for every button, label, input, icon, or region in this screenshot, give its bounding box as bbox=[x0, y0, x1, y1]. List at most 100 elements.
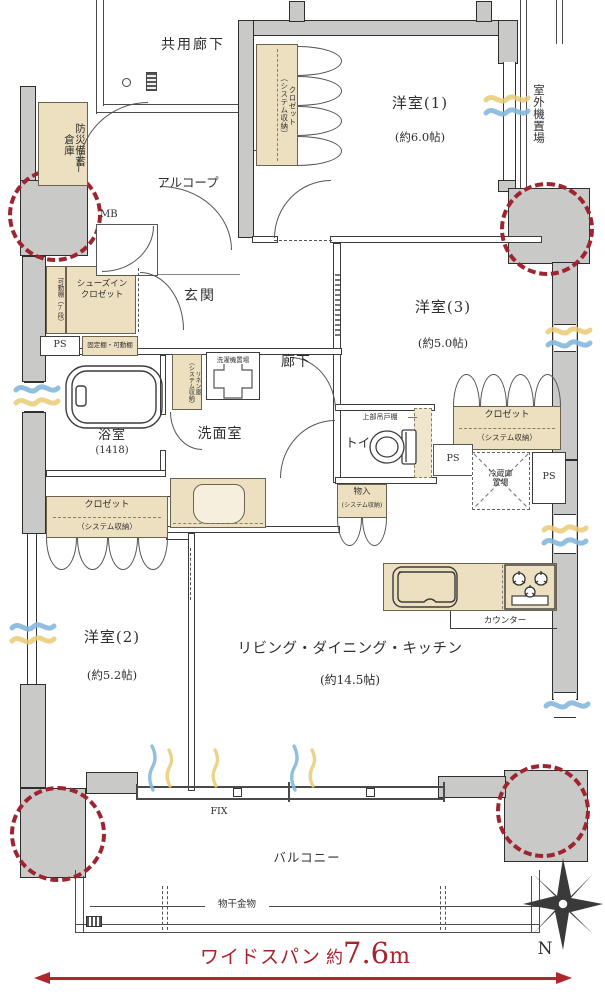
laundry-post bbox=[445, 886, 446, 930]
closet-door-arc bbox=[298, 46, 342, 76]
window-mullion bbox=[136, 784, 138, 800]
window-handle bbox=[366, 788, 375, 797]
linen-storage-box: リネン庫 （システム収納） bbox=[172, 354, 202, 410]
window-west2-left bbox=[27, 534, 37, 684]
closet-label: クロゼット bbox=[84, 500, 130, 510]
edge-line bbox=[562, 0, 564, 44]
balcony-edge bbox=[75, 870, 77, 932]
balcony-edge bbox=[539, 870, 541, 932]
entrance-label: 玄関 bbox=[184, 288, 216, 304]
wall-step-right bbox=[438, 776, 506, 798]
vanity-bowl bbox=[193, 484, 245, 524]
shoes-closet-door-line bbox=[138, 268, 139, 332]
laundry-line bbox=[90, 906, 542, 908]
closet-door-arc bbox=[108, 538, 138, 570]
wall-left-c bbox=[20, 684, 46, 788]
corridor-line bbox=[103, 104, 250, 106]
ps-label: PS bbox=[542, 471, 556, 482]
wall-west2-ldk-hatch bbox=[190, 548, 191, 600]
kitchen-counter bbox=[383, 563, 557, 611]
room-size: (約5.2帖) bbox=[86, 667, 138, 682]
ps-box-kitchen-right: PS bbox=[532, 452, 566, 504]
counter-label: カウンター bbox=[483, 616, 527, 626]
shoes-in-closet-box: シューズイン クロゼット bbox=[66, 266, 136, 334]
corridor-line bbox=[96, 0, 98, 114]
window-west1-right bbox=[503, 62, 516, 182]
laundry-post bbox=[162, 886, 163, 930]
room-name: リビング・ダイニング・キッチン bbox=[237, 641, 463, 657]
corridor-fixture bbox=[146, 72, 157, 91]
mb-label: MB bbox=[100, 209, 118, 220]
fridge-space-label: 冷蔵庫置場 bbox=[488, 469, 513, 488]
door-arc-alcove bbox=[160, 186, 232, 250]
closet-label: クロゼット bbox=[288, 86, 297, 126]
balcony-edge bbox=[83, 876, 85, 932]
partition-line bbox=[520, 0, 522, 192]
window-kitchen-right bbox=[554, 514, 576, 554]
fridge-space-box: 冷蔵庫置場 bbox=[472, 452, 530, 510]
door-arc-west1 bbox=[274, 180, 331, 238]
room-size: (約5.0帖) bbox=[417, 335, 469, 350]
room-size: (約14.5帖) bbox=[319, 672, 381, 687]
linen-sub-label: （システム収納） bbox=[187, 358, 195, 407]
closet-sub-label: （システム収納） bbox=[77, 522, 137, 531]
pillar-highlight-circle bbox=[496, 764, 590, 858]
window-handle bbox=[233, 788, 242, 797]
closet-west1-box: クロゼット （システム収納） bbox=[256, 44, 298, 166]
closet-label: クロゼット bbox=[484, 410, 530, 420]
wall-top-right-corner bbox=[498, 20, 518, 64]
storage-monoire-sub: (システム収納) bbox=[341, 502, 383, 509]
door-arc-ldk bbox=[280, 420, 335, 478]
toilet-shelf-strip bbox=[414, 408, 432, 478]
closet-door-arc bbox=[453, 374, 480, 406]
wall-stub bbox=[289, 1, 305, 22]
bathroom-size: (1418) bbox=[95, 445, 129, 456]
closet-door-arc bbox=[77, 538, 108, 570]
closet-door-arc bbox=[138, 538, 168, 570]
laundry-post bbox=[167, 886, 168, 930]
balcony-edge bbox=[531, 876, 533, 932]
alcove-label: アルコープ bbox=[157, 175, 219, 190]
storage-monoire-label: 物入 bbox=[353, 487, 371, 497]
wall-entry-column bbox=[238, 20, 254, 238]
kitchen-counter-divider bbox=[502, 565, 503, 609]
corridor-door-knob bbox=[122, 78, 131, 87]
wide-span-arrow-right bbox=[556, 972, 572, 984]
washroom-label: 洗面室 bbox=[197, 426, 243, 442]
wall-bath-washroom bbox=[160, 355, 166, 415]
wall-left-top-strip bbox=[20, 86, 36, 182]
ps-box-entrance: PS bbox=[40, 336, 80, 356]
wide-span-value: 7.6 bbox=[343, 936, 390, 970]
window-kitchen-right-2 bbox=[554, 692, 576, 718]
wide-span-arrow bbox=[48, 977, 558, 980]
ps-box-kitchen-left: PS bbox=[433, 444, 473, 476]
closet-sub-label: （システム収納） bbox=[279, 74, 289, 138]
room-ldk-label: リビング・ダイニング・キッチン (約14.5帖) bbox=[200, 640, 500, 688]
balcony-drain bbox=[86, 916, 102, 927]
storage-door-arc bbox=[362, 518, 387, 546]
wide-span-unit: m bbox=[389, 944, 411, 969]
north-label: N bbox=[537, 939, 553, 959]
window-mullion bbox=[288, 782, 290, 802]
pillar-highlight-circle bbox=[10, 786, 106, 882]
shoes-in-closet-label: シューズイン クロゼット bbox=[76, 279, 128, 301]
counter-front bbox=[450, 611, 557, 629]
washer-space-label: 洗濯機置場 bbox=[208, 356, 258, 365]
wide-span-text: ワイドスパン 約7.6m bbox=[140, 936, 470, 970]
window-bath-left bbox=[24, 382, 44, 412]
wide-span-arrow-left bbox=[34, 972, 50, 984]
room-west1-label: 洋室(1) (約6.0帖) bbox=[330, 94, 510, 144]
hallway-label: 廊下 bbox=[281, 354, 311, 370]
bathroom-label: 浴室 bbox=[97, 428, 126, 443]
closet-sub-label: （システム収納） bbox=[477, 433, 537, 442]
toilet-label: トイレ bbox=[345, 435, 383, 450]
corridor-line bbox=[103, 0, 105, 106]
laundry-hardware-label: 物干金物 bbox=[205, 899, 269, 912]
edge-line bbox=[556, 0, 558, 44]
corridor-line bbox=[96, 112, 254, 114]
fixed-shelf-box: 固定棚・可動棚 bbox=[82, 336, 138, 356]
bathtub bbox=[65, 365, 163, 429]
closet-west2-box: クロゼット （システム収納） bbox=[46, 496, 168, 538]
closet-door-arc bbox=[480, 374, 507, 406]
balcony-edge bbox=[75, 924, 540, 926]
